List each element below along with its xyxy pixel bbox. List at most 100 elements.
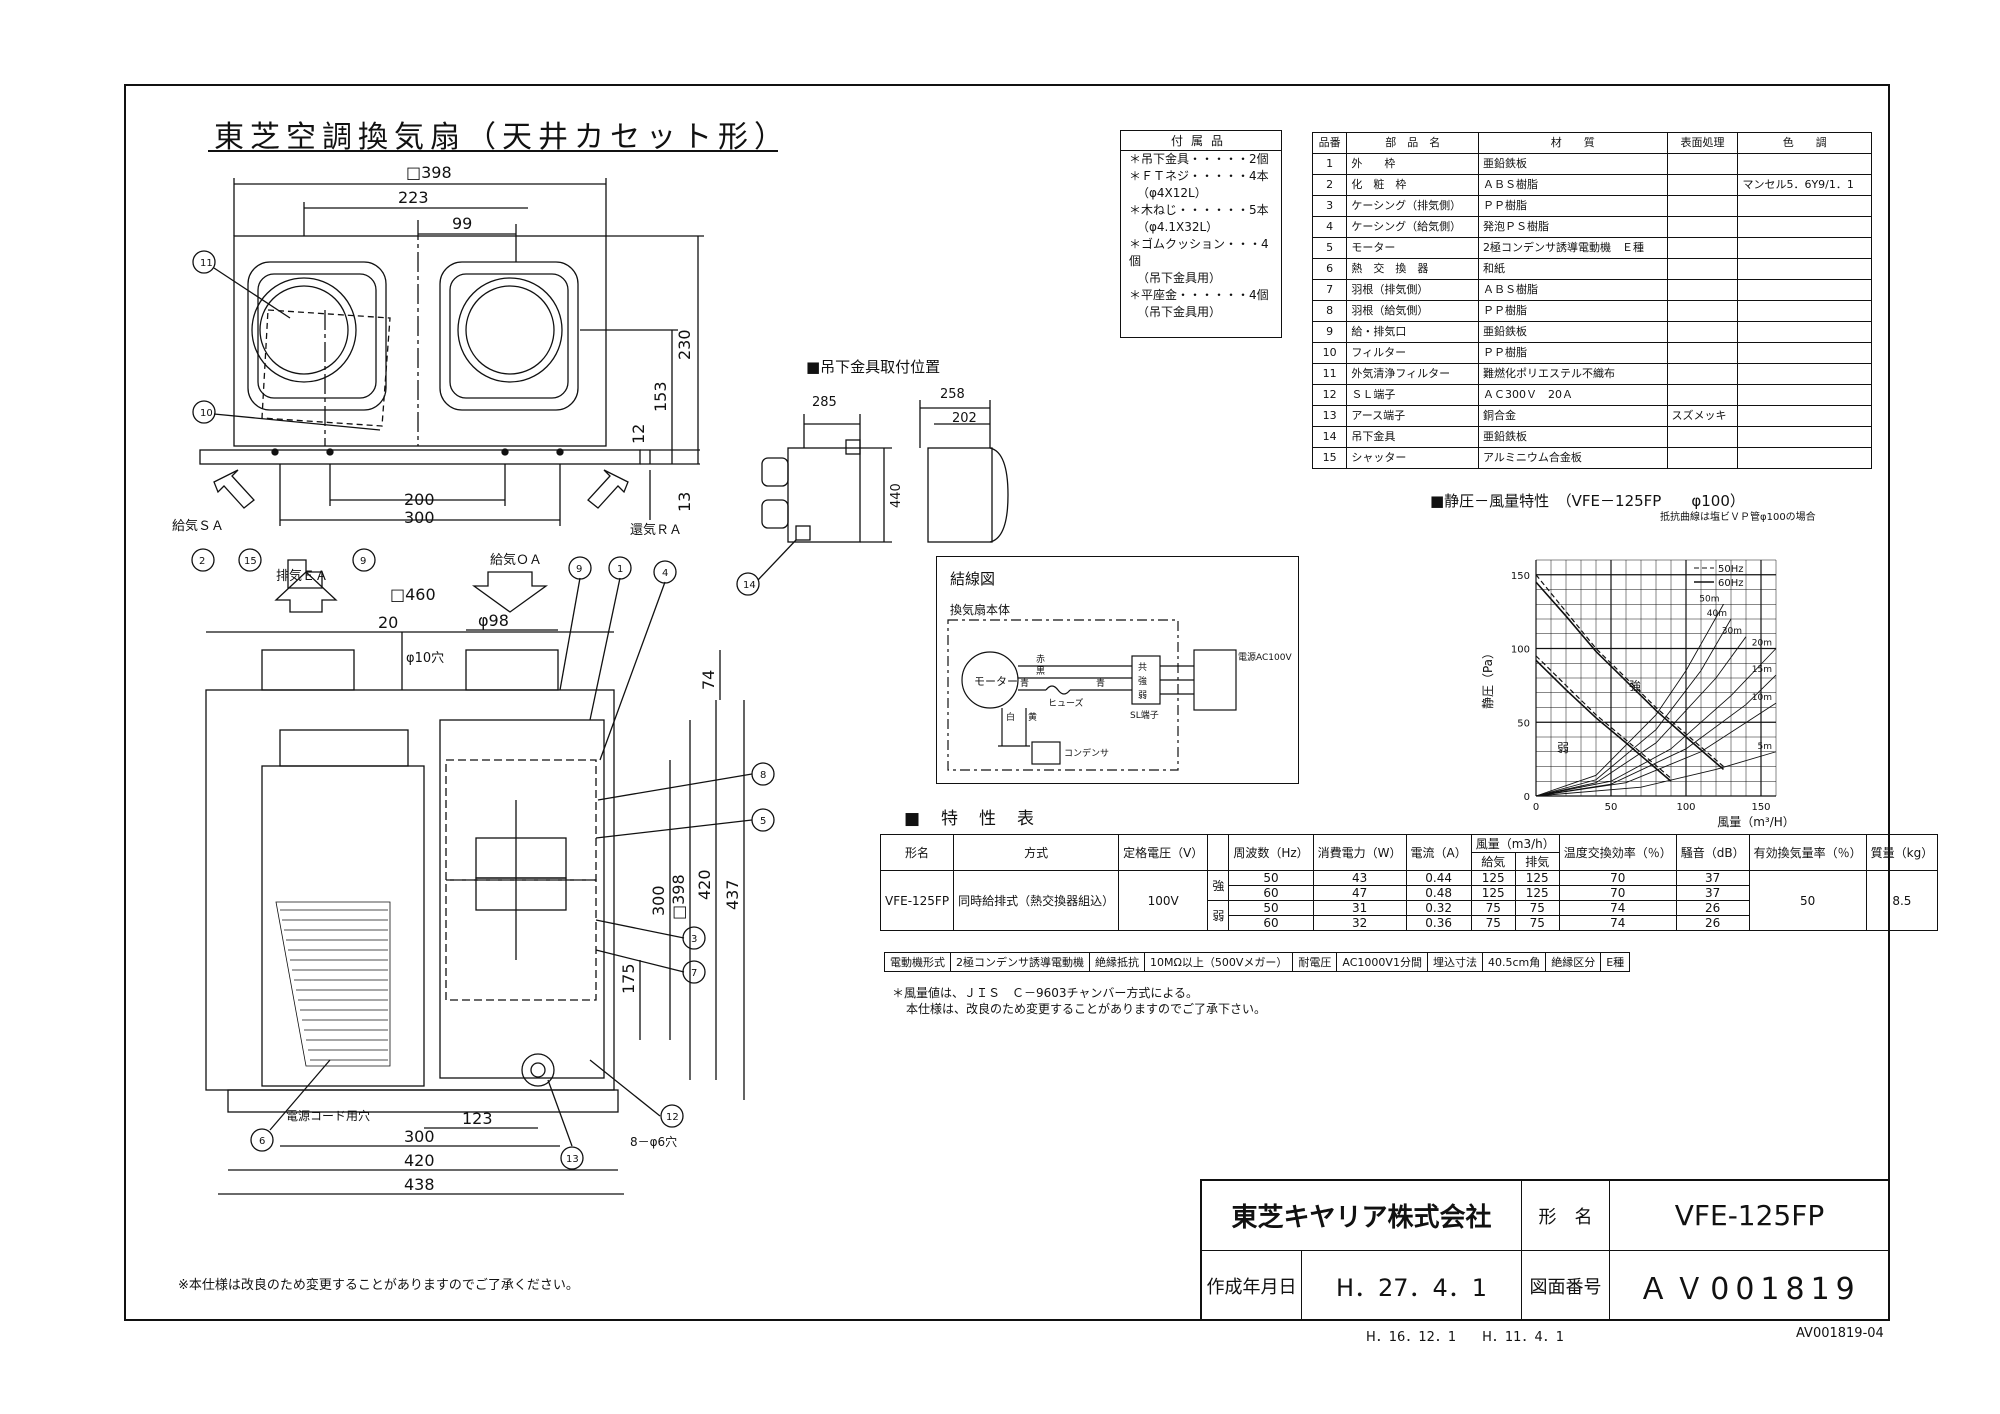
spec-extra-cell: 電動機形式 [884,952,951,972]
wiring-title: 結線図 [950,570,995,588]
accessories-box: 付属品 ＊吊下金具・・・・・2個＊ＦＴネジ・・・・・4本（φ4X12L）＊木ねじ… [1120,130,1282,338]
dim-98: φ98 [478,611,509,630]
parts-cell: 亜鉛鉄板 [1478,153,1668,175]
parts-cell: ＰＰ樹脂 [1478,342,1668,364]
callout-2: 2 [199,556,205,567]
spec-h-mass: 質量（kg） [1865,834,1939,871]
spec-h-effective: 有効換気量率（％） [1748,834,1867,871]
parts-cell: 5 [1311,237,1348,259]
spec-extra-cell: E種 [1600,952,1631,972]
parts-cell: ケーシング（排気側） [1346,195,1480,217]
parts-cell [1737,300,1872,322]
resistance-label: 50m [1699,594,1719,604]
accessory-item: ＊ＦＴネジ・・・・・4本 [1129,169,1269,183]
drawing-no-label: 図面番号 [1522,1251,1610,1321]
parts-cell [1737,153,1872,175]
dim-285: 285 [812,395,837,410]
spec-model: VFE-125FP [879,870,955,931]
spec-cell: 60 [1228,885,1314,901]
doc-code: AV001819-04 [1796,1326,1884,1341]
spec-extra-cell: 絶縁区分 [1545,952,1602,972]
hanger-title: ■吊下金具取付位置 [806,358,941,376]
resistance-curve [1535,648,1777,797]
parts-cell: 羽根（排気側） [1346,279,1480,301]
accessory-item: （φ4.1X32L） [1137,220,1219,234]
mode-label-low: 弱 [1557,741,1569,755]
x-tick-label: 50 [1605,802,1618,813]
dim-420v: 420 [695,869,714,900]
parts-cell: ＡＢＳ樹脂 [1478,279,1668,301]
front-view [191,548,775,1195]
parts-cell [1737,342,1872,364]
top-view-body [233,235,607,447]
parts-cell [1737,216,1872,238]
top-view-port-right [439,261,579,411]
parts-cell [1737,258,1872,280]
parts-cell: 吊下金具 [1346,426,1480,448]
drawing-no-value: ＡＶ001819 [1610,1251,1890,1321]
resistance-label: 20m [1752,639,1772,649]
mode-label-high: 強 [1629,679,1641,693]
spec-cell: 125 [1514,885,1560,901]
spec-extra-cell: AC1000V1分間 [1336,952,1428,972]
parts-cell [1666,342,1739,364]
parts-cell: 3 [1311,195,1348,217]
x-axis-label: 風量（m³/H） [1717,815,1795,829]
fuse-symbol [1045,685,1071,695]
parts-cell: 12 [1311,384,1348,406]
spec-voltage: 100V [1118,870,1209,931]
y-tick-label: 0 [1524,792,1530,803]
parts-cell [1737,237,1872,259]
dim-300: 300 [404,508,435,527]
spec-h-airflow: 風量（m3/h） [1470,834,1560,853]
spec-h-noise: 騒音（dB） [1675,834,1750,871]
parts-cell: 9 [1311,321,1348,343]
page-title: 東芝空調換気扇（天井カセット形） [214,120,790,155]
hanger-front-body [927,447,993,543]
parts-cell: ケーシング（給気側） [1346,216,1480,238]
callout-7: 7 [691,968,697,979]
parts-cell: モーター [1346,237,1480,259]
spec-cell: 47 [1312,885,1407,901]
parts-cell [1666,195,1739,217]
top-view [192,178,704,526]
spec-extra-cell: 40.5cm角 [1481,952,1547,972]
label-holes: 8－φ6穴 [630,1134,677,1149]
parts-cell [1737,195,1872,217]
parts-header-row: 品番部 品 名材 質表面処理色 調 [1311,132,1872,154]
dim-74: 74 [699,670,718,690]
legend-60hz: 60Hz [1718,578,1744,589]
wiring-diagram: 結線図 換気扇本体 モーター 赤 黒 青 白 黄 青 ヒューズ コンデンサ SL… [936,556,1299,784]
callout-13: 13 [566,1154,579,1165]
parts-header-cell: 表面処理 [1666,132,1739,154]
dim-10hole: φ10穴 [406,651,444,666]
callout-4: 4 [662,568,668,579]
date-label: 作成年月日 [1202,1251,1302,1321]
spec-effective: 50 [1748,870,1867,931]
spec-cell: 70 [1558,885,1677,901]
resistance-curve [1535,604,1724,797]
parts-header-cell: 品番 [1311,132,1348,154]
parts-cell [1737,405,1872,427]
parts-cell [1737,321,1872,343]
spec-cell: 37 [1675,885,1750,901]
parts-cell: ＡＣ300Ｖ 20Ａ [1478,384,1668,406]
spec-cell: 75 [1470,900,1516,916]
y-tick-label: 150 [1511,571,1530,582]
parts-cell [1666,258,1739,280]
spec-cell: 0.36 [1405,915,1472,931]
motor-symbol [961,651,1019,709]
parts-cell: マンセル5．6Y9/1．1 [1737,174,1872,196]
spec-extra-cell: 10MΩ以上（500Vメガー） [1143,952,1294,972]
